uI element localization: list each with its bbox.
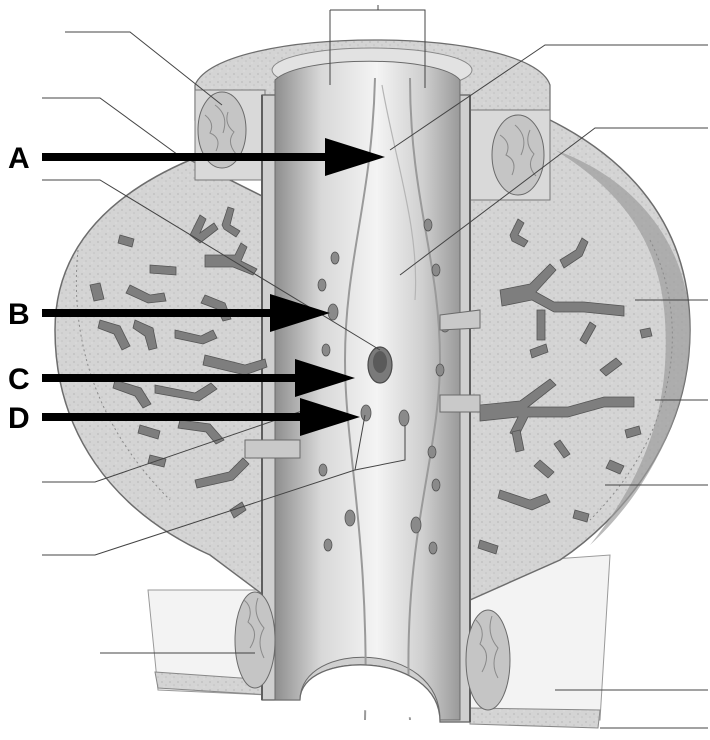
- label-c: C: [8, 363, 30, 396]
- label-b: B: [8, 298, 30, 331]
- label-d: D: [8, 402, 30, 435]
- label-a: A: [8, 142, 30, 175]
